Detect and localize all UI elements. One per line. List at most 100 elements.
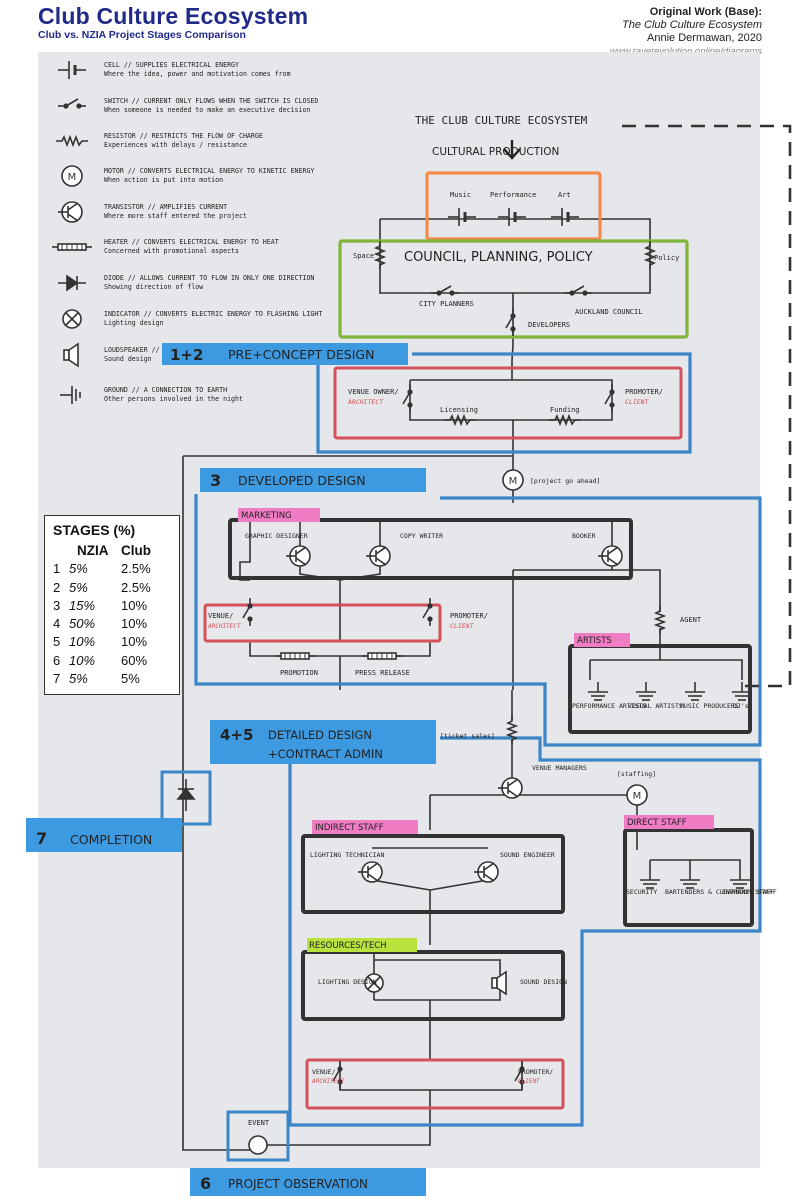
circuit-wire xyxy=(590,659,743,680)
architect-label: ARCHITECT xyxy=(207,623,241,630)
transistor-lead xyxy=(483,862,495,871)
stage-nzia: 5% xyxy=(69,561,88,577)
copy-writer-label: COPY WRITER xyxy=(400,532,443,540)
client-label: CLIENT xyxy=(625,398,650,406)
stage-nzia: 5% xyxy=(69,579,88,595)
entrance-staff-label: ENTRANCE STAFF xyxy=(722,888,777,896)
stage-number: 4 xyxy=(53,616,61,632)
cell-symbol-icon xyxy=(551,208,579,226)
funding-label: Funding xyxy=(550,406,580,414)
bartenders-label: BARTENDERS & CLOAKROOM STAFF xyxy=(665,888,775,896)
promoter-label: PROMOTER/ xyxy=(450,612,488,620)
resistor-symbol-icon xyxy=(373,241,387,269)
stage-7-band xyxy=(26,818,182,852)
promoter-label: PROMOTER/ xyxy=(518,1068,553,1076)
motor-letter: M xyxy=(68,172,77,183)
resources-tech-box xyxy=(301,950,565,1021)
diode-symbol-icon xyxy=(176,779,196,811)
motor-circle xyxy=(626,784,648,806)
space-label: Space xyxy=(353,252,374,260)
legend-description: Concerned with promotional aspects xyxy=(104,247,239,255)
stage-6-band xyxy=(190,1168,426,1196)
music-label: Music xyxy=(450,191,471,199)
transistor-lead xyxy=(367,873,379,882)
switch-arm xyxy=(571,285,585,294)
lighting-design-label: LIGHTING DESIGN xyxy=(318,978,377,986)
transistor-lead xyxy=(607,557,619,566)
developers-label: DEVELOPERS xyxy=(528,321,570,329)
stage-4-5-label: DETAILED DESIGN xyxy=(268,728,372,742)
motor-circle xyxy=(502,469,524,491)
performance-artists-label: PERFORMANCE ARTISTS xyxy=(572,702,646,710)
legend-description: Experiences with delays / resistance xyxy=(104,141,247,149)
legend-title: INDICATOR // CONVERTS ELECTRIC ENERGY TO… xyxy=(104,310,322,318)
transistor-lead xyxy=(507,789,519,798)
project-go-ahead-label: [project go ahead] xyxy=(530,477,600,485)
circuit-wire xyxy=(513,562,613,571)
legend-title: CELL // SUPPLIES ELECTRICAL ENERGY xyxy=(104,61,239,69)
transistor-lead xyxy=(67,202,79,211)
stage-3-frame xyxy=(194,494,762,747)
stage-6-number: 6 xyxy=(200,1174,211,1193)
resistor-zigzag xyxy=(505,716,519,744)
cultural-production-label: CULTURAL PRODUCTION xyxy=(432,146,559,158)
venue-promoter-box xyxy=(305,1058,565,1110)
transistor-symbol-icon xyxy=(366,545,391,567)
switch-symbol-icon xyxy=(431,285,459,296)
transistor-symbol-icon xyxy=(474,861,499,883)
legend-title: HEATER // CONVERTS ELECTRICAL ENERGY TO … xyxy=(104,238,279,246)
stage-club: 10% xyxy=(121,597,148,613)
motor-letter: M xyxy=(509,476,518,487)
switch-symbol-icon xyxy=(514,1061,525,1089)
stage-number: 5 xyxy=(53,634,61,650)
credit-work: The Club Culture Ecosystem xyxy=(622,19,762,31)
motor-symbol-icon: M xyxy=(61,165,83,187)
legend-description: Sound design xyxy=(104,355,152,363)
council-planning-box xyxy=(338,239,689,339)
resistor-zigzag xyxy=(643,241,657,269)
promotion-label: PROMOTION xyxy=(280,669,318,677)
circuit-wire xyxy=(182,456,250,1151)
switch-arm xyxy=(514,1068,523,1082)
transistor-lead xyxy=(295,557,307,566)
indicator-cross xyxy=(367,976,381,990)
stage-3-band xyxy=(200,468,426,492)
speaker-cone xyxy=(496,970,507,996)
venue-managers-label: VENUE MANAGERS xyxy=(532,764,587,772)
resistor-zigzag xyxy=(549,413,581,427)
stage-nzia: 15% xyxy=(69,597,96,613)
stage-club: 2.5% xyxy=(121,561,151,577)
graphic-designer-label: GRAPHIC DESIGNER xyxy=(245,532,308,540)
marketing-highlight xyxy=(238,508,320,522)
cell-symbol-icon xyxy=(58,61,86,79)
artists-highlight xyxy=(574,633,630,647)
legend-description: Other persons involved in the night xyxy=(104,395,243,403)
resistor-symbol-icon xyxy=(643,241,657,269)
legend-description: Showing direction of flow xyxy=(104,283,203,291)
ground-symbol-icon xyxy=(685,682,705,701)
performance-label: Performance xyxy=(490,191,536,199)
stage-nzia: 10% xyxy=(69,634,96,650)
stage-number: 2 xyxy=(53,579,61,595)
circuit-wire xyxy=(374,959,501,975)
transistor-lead xyxy=(295,546,307,555)
down-arrow-icon xyxy=(503,140,521,160)
heater-symbol-icon xyxy=(275,652,315,660)
transistor-symbol-icon xyxy=(358,861,383,883)
credit-author: Annie Dermawan, 2020 xyxy=(647,32,762,44)
auckland-council-label: AUCKLAND COUNCIL xyxy=(575,308,642,316)
dashed-return-path xyxy=(622,124,792,688)
visual-artists-label: VISUAL ARTISTS xyxy=(628,702,683,710)
ground-symbol-icon xyxy=(730,870,750,889)
sound-design-label: SOUND DESIGN xyxy=(520,978,567,986)
artists-label: ARTISTS xyxy=(577,636,612,646)
transistor-symbol-icon xyxy=(286,545,311,567)
transistor-lead xyxy=(483,873,495,882)
djs-label: DJ's xyxy=(733,702,749,710)
transistor-lead xyxy=(507,778,519,787)
client-label: CLIENT xyxy=(518,1078,540,1085)
